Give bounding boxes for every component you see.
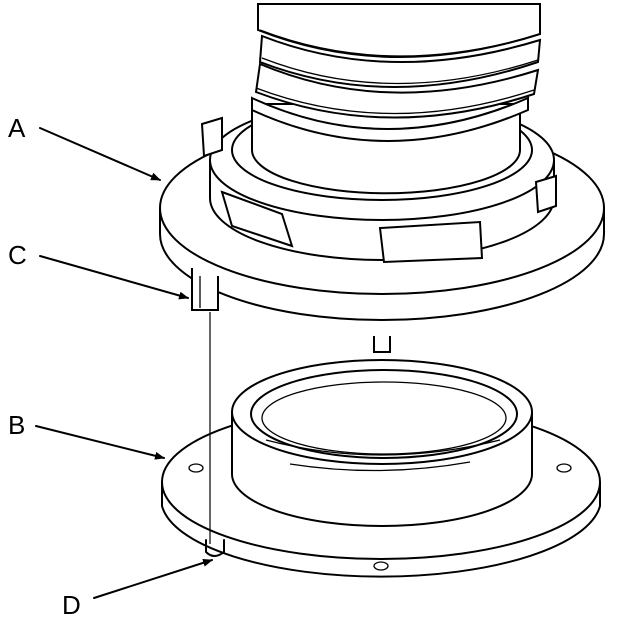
callout-label-c: C — [8, 240, 27, 270]
base-ring-part-b — [161, 359, 601, 578]
callout-label-a: A — [8, 113, 26, 143]
leader-line-b — [35, 425, 165, 460]
hose-collar-part-a — [159, 3, 605, 353]
leader-line-a — [39, 127, 161, 181]
leader-line-d — [93, 558, 213, 599]
callout-label-d: D — [62, 590, 81, 620]
leader-line-c — [39, 255, 189, 300]
callout-label-b: B — [8, 410, 25, 440]
